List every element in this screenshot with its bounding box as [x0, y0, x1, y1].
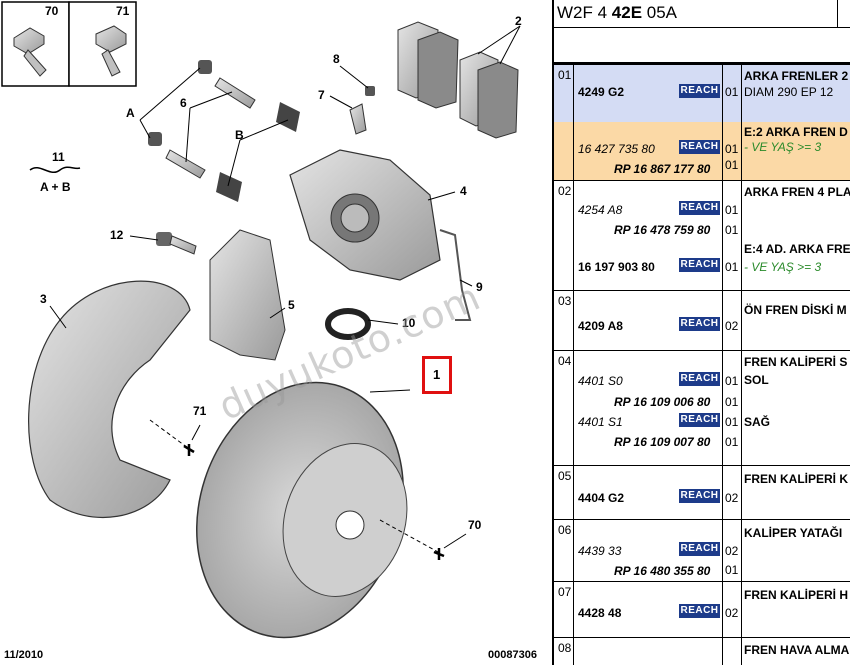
tilde-icon [29, 166, 81, 173]
reach-badge: REACH [679, 413, 720, 427]
callout-71-diagram: 71 [193, 404, 207, 418]
reach-badge: REACH [679, 201, 720, 215]
highlight-callout-1[interactable]: 1 [422, 356, 452, 394]
callout-11-sub: A + B [40, 180, 71, 194]
table-row[interactable]: 03 4209 A8 REACH 02 ÖN FREN DİSKİ M [554, 290, 850, 350]
table-row[interactable]: 02 4254 A8 REACH 01 RP 16 478 759 80 01 … [554, 180, 850, 256]
brake-pads [397, 21, 521, 139]
parts-table: W2F 4 42E 05A 01 4249 G2 REACH 01 ARKA F… [552, 0, 850, 665]
table-row[interactable]: 06 4439 33 REACH 02 RP 16 480 355 80 01 … [554, 519, 850, 581]
callout-70-diagram: 70 [468, 518, 482, 532]
footer-code: 00087306 [488, 649, 537, 661]
anti-rattle-spring [439, 229, 472, 321]
caliper-bracket [209, 229, 286, 361]
table-header: W2F 4 42E 05A [554, 0, 850, 28]
callout-8: 8 [333, 52, 340, 66]
table-row[interactable]: 07 4428 48 REACH 02 FREN KALİPERİ H [554, 581, 850, 637]
screw-71-icon [95, 25, 127, 77]
callout-9: 9 [476, 280, 483, 294]
table-row[interactable]: 16 427 735 80 REACH 01 RP 16 867 177 80 … [554, 122, 850, 180]
callout-3: 3 [40, 292, 47, 306]
part-ref: 4249 G2 [578, 85, 625, 99]
brake-disc [196, 381, 411, 639]
reach-badge: REACH [679, 489, 720, 503]
reach-badge: REACH [679, 317, 720, 331]
callout-B: B [235, 128, 244, 142]
callout-2: 2 [515, 14, 522, 28]
part-desc: ARKA FRENLER 2 [744, 69, 849, 83]
callout-71: 71 [116, 4, 130, 18]
reach-badge: REACH [679, 84, 720, 98]
inset-screws [1, 1, 137, 87]
table-row[interactable]: 05 4404 G2 REACH 02 FREN KALİPERİ K [554, 465, 850, 519]
callout-70: 70 [45, 4, 59, 18]
model-code: W2F 4 42E 05A [557, 3, 678, 22]
screw-markers [149, 419, 467, 560]
callout-4: 4 [460, 184, 467, 198]
reach-badge: REACH [679, 140, 720, 154]
brake-caliper [289, 149, 456, 281]
reach-badge: REACH [679, 372, 720, 386]
dust-shield [28, 280, 191, 519]
table-row[interactable]: 01 4249 G2 REACH 01 ARKA FRENLER 2 DIAM … [554, 64, 850, 122]
parts-diagram: 70 71 2 8 7 A 6 B 11 A + B 4 12 3 9 5 10… [1, 1, 537, 661]
callout-A: A [126, 106, 135, 120]
footer-date: 11/2010 [4, 649, 44, 661]
screw-70-icon [13, 27, 47, 77]
callout-5: 5 [288, 298, 295, 312]
callout-1: 1 [433, 367, 441, 382]
bracket-bolt [129, 232, 197, 255]
table-row[interactable]: 08 FREN HAVA ALMA [554, 637, 850, 665]
piston-seal [325, 308, 371, 340]
table-row[interactable]: 16 197 903 80 REACH 01 - VE YAŞ >= 3 [578, 258, 822, 274]
reach-badge: REACH [679, 258, 720, 272]
callout-7: 7 [318, 88, 325, 102]
callout-6: 6 [180, 96, 187, 110]
reach-badge: REACH [679, 604, 720, 618]
reach-badge: REACH [679, 542, 720, 556]
exploded-view-drawing [1, 1, 521, 639]
table-row[interactable]: 04 4401 S0 REACH 01 RP 16 109 006 80 01 … [554, 350, 850, 465]
guide-pins [139, 60, 300, 202]
bleed-screw [329, 65, 375, 135]
callout-10: 10 [402, 316, 416, 330]
callout-11: 11 [52, 150, 65, 164]
callout-12: 12 [110, 228, 124, 242]
